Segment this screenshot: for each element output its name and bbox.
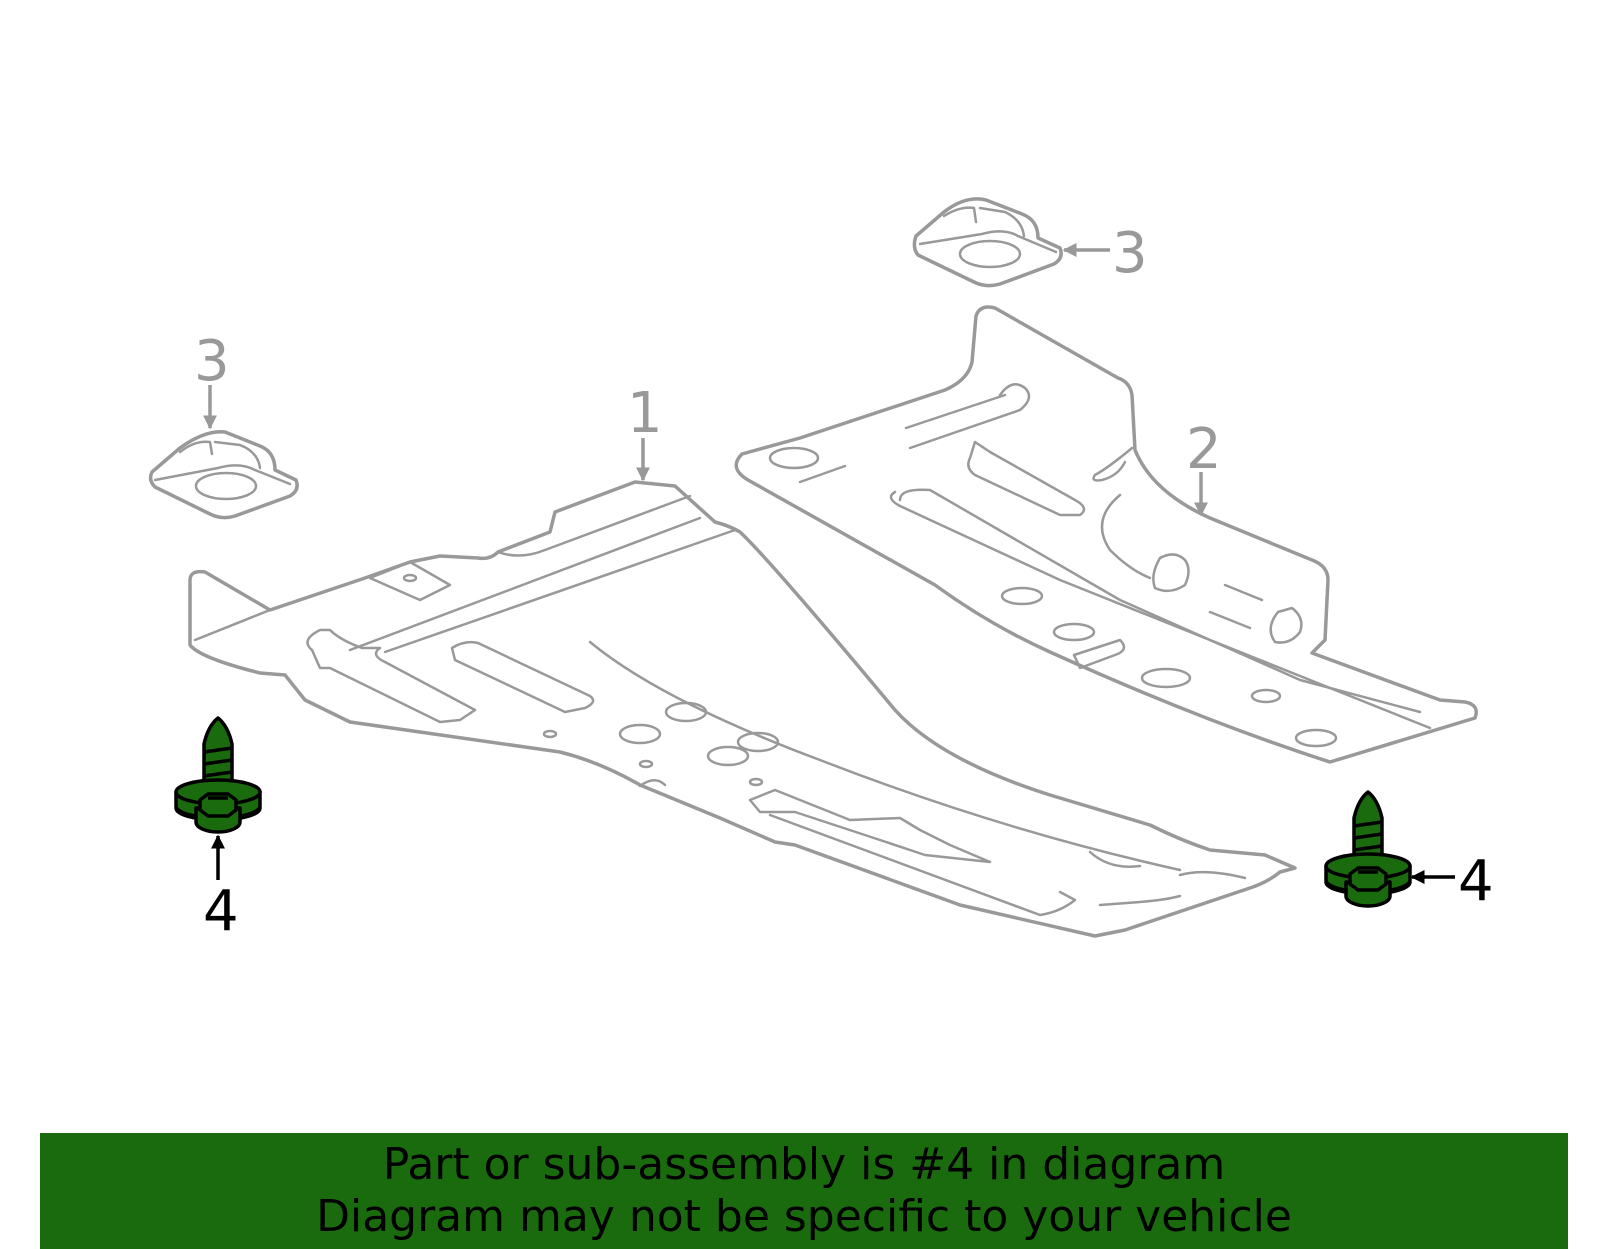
clip-left — [148, 430, 299, 520]
callout-label-2: 2 — [1186, 417, 1222, 482]
callout-label-4-right: 4 — [1458, 849, 1494, 914]
callout-label-3-right: 3 — [1112, 221, 1148, 286]
callout-label-3-left: 3 — [194, 329, 230, 394]
callout-label-4-left: 4 — [203, 879, 239, 944]
banner-line-part: Part or sub-assembly is #4 in diagram — [382, 1139, 1226, 1190]
splash-shield-rear — [734, 305, 1478, 764]
callout-label-1: 1 — [627, 381, 663, 446]
bolt-right — [1324, 790, 1412, 908]
info-banner: Part or sub-assembly is #4 in diagram Di… — [40, 1133, 1568, 1249]
banner-line-disclaimer: Diagram may not be specific to your vehi… — [316, 1191, 1292, 1242]
splash-shield-front — [188, 480, 1297, 938]
bolt-left — [174, 716, 262, 834]
clip-right — [912, 197, 1063, 288]
